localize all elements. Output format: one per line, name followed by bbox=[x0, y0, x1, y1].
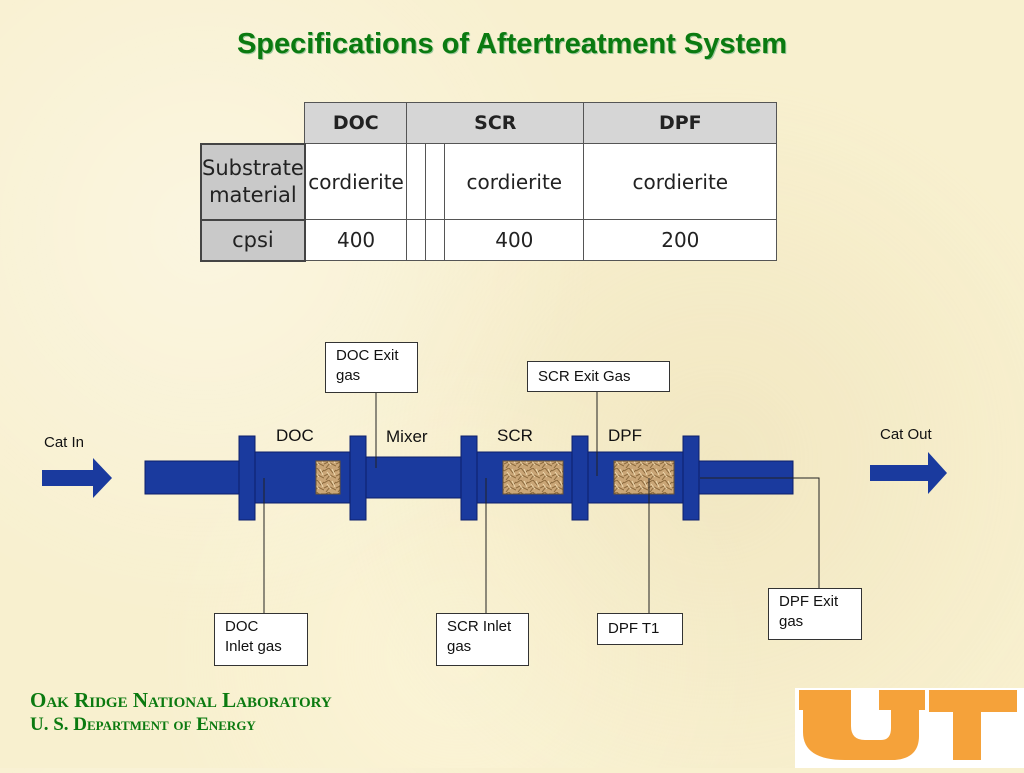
callout-line: SCR Inlet bbox=[447, 618, 512, 635]
row-header-cpsi: cpsi bbox=[200, 218, 306, 262]
cat-in-label: Cat In bbox=[44, 434, 85, 451]
spec-table: DOC SCR DPF Substrate material cordierit… bbox=[200, 102, 778, 262]
cell-dpf-substrate: cordierite bbox=[583, 143, 778, 220]
dpf-section-label: DPF bbox=[608, 426, 642, 445]
cat-out-label: Cat Out bbox=[880, 426, 932, 443]
callout-line: DPF Exit bbox=[779, 593, 839, 610]
row-header-line: Substrate bbox=[202, 156, 304, 181]
cat-out-arrow bbox=[870, 452, 947, 494]
ut-logo bbox=[795, 688, 1024, 768]
table-gap-cell bbox=[425, 219, 446, 261]
flange bbox=[349, 435, 367, 521]
cell-dpf-cpsi: 200 bbox=[583, 219, 778, 261]
row-header-line: material bbox=[209, 182, 297, 207]
cell-scr-cpsi: 400 bbox=[444, 219, 585, 261]
table-row: Substrate material cordierite cordierite… bbox=[200, 142, 778, 221]
cat-in-arrow bbox=[42, 458, 112, 498]
scr-exit-gas-callout: SCR Exit Gas bbox=[527, 361, 670, 392]
cell-scr-substrate: cordierite bbox=[444, 143, 585, 220]
flange bbox=[238, 435, 256, 521]
callout-line: gas bbox=[447, 637, 472, 655]
page-title: Specifications of Aftertreatment System bbox=[236, 28, 788, 60]
mixer-section-label: Mixer bbox=[386, 427, 428, 446]
dpf-substrate bbox=[613, 460, 675, 495]
callout-line: gas bbox=[336, 366, 361, 384]
callout-line: gas bbox=[779, 612, 804, 630]
callout-line: DOC Exit bbox=[336, 347, 399, 364]
flange bbox=[571, 435, 589, 521]
dpf-t1-callout: DPF T1 bbox=[597, 613, 683, 645]
logo-t-shape bbox=[929, 690, 1017, 760]
scr-inlet-gas-callout: SCR Inlet gas bbox=[436, 613, 529, 666]
flange bbox=[682, 435, 700, 521]
callout-line: DOC bbox=[225, 618, 259, 635]
doc-exit-gas-callout: DOC Exit gas bbox=[325, 342, 418, 393]
table-gap-cell bbox=[406, 143, 427, 220]
header-doc: DOC bbox=[304, 102, 408, 144]
doc-section-label: DOC bbox=[276, 426, 314, 445]
flange bbox=[460, 435, 478, 521]
doc-substrate bbox=[315, 460, 341, 495]
footer-department: U. S. Department of Energy bbox=[30, 714, 256, 735]
cell-doc-cpsi: 400 bbox=[304, 219, 408, 261]
table-row: cpsi 400 400 200 bbox=[200, 218, 778, 262]
dpf-exit-gas-callout: DPF Exit gas bbox=[768, 588, 862, 640]
ut-logo-graphic bbox=[799, 690, 1017, 760]
header-dpf: DPF bbox=[583, 102, 778, 144]
scr-section-label: SCR bbox=[497, 426, 533, 445]
dpf-exit-probe-line bbox=[700, 477, 820, 588]
scr-substrate bbox=[502, 460, 564, 495]
logo-u-shape bbox=[799, 690, 925, 760]
header-scr: SCR bbox=[406, 102, 585, 144]
doc-inlet-gas-callout: DOC Inlet gas bbox=[214, 613, 308, 666]
mixer-section bbox=[364, 456, 462, 499]
footer-lab-name: Oak Ridge National Laboratory bbox=[30, 688, 332, 712]
table-header-row: DOC SCR DPF bbox=[201, 102, 778, 144]
row-header-substrate: Substrate material bbox=[200, 142, 306, 221]
callout-line: Inlet gas bbox=[225, 637, 282, 655]
